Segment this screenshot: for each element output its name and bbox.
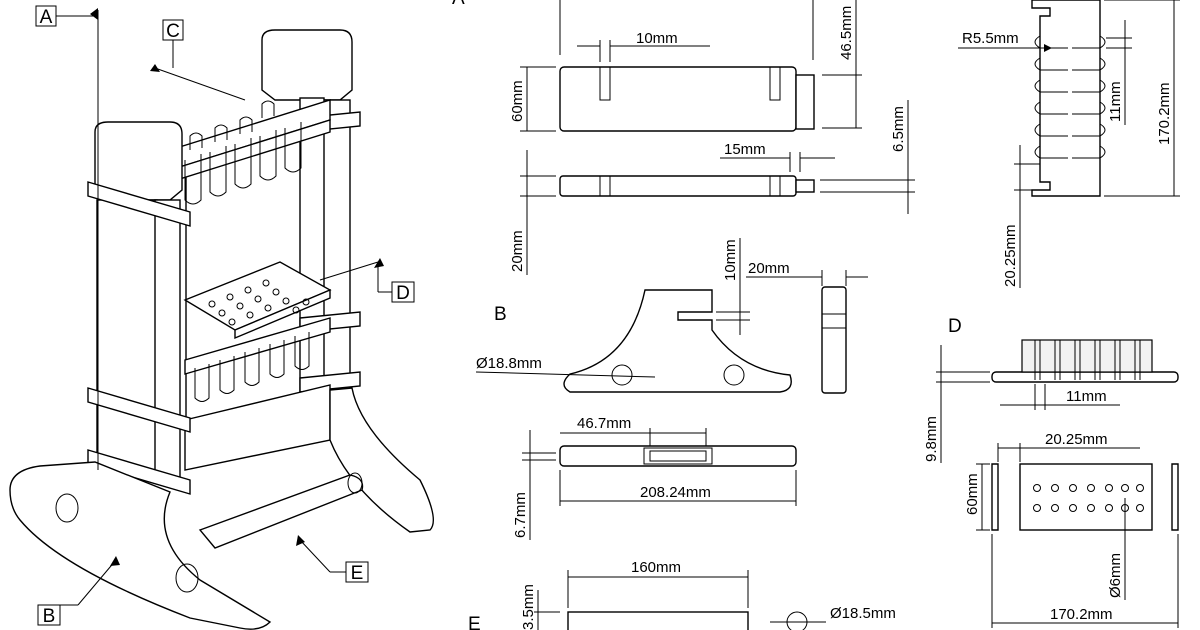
section-label-b: B xyxy=(494,304,507,325)
dim-e-dia-18-5mm: Ø18.5mm xyxy=(830,605,896,622)
dim-c-r5-5mm: R5.5mm xyxy=(962,30,1019,47)
dim-a-20mm: 20mm xyxy=(509,230,526,272)
dim-a-6-5mm: 6.5mm xyxy=(890,106,907,152)
section-d-view: D 9.8mm 11mm 20.2 xyxy=(923,316,1179,628)
dim-a-10mm: 10mm xyxy=(636,30,678,47)
section-b-view: B 10mm 20mm Ø18.8mm 46.7mm 208 xyxy=(475,238,868,540)
dim-a-60mm: 60mm xyxy=(509,80,526,122)
dim-b-46-7mm: 46.7mm xyxy=(577,415,631,432)
section-c-view: R5.5mm 11mm 170.2mm 20.25mm xyxy=(958,0,1180,288)
section-label-d: D xyxy=(948,316,962,337)
callout-a: A xyxy=(40,7,53,28)
dim-d-9-8mm: 9.8mm xyxy=(923,416,940,462)
dim-e-3-5mm: 3.5mm xyxy=(520,584,537,630)
dim-c-170-2mm: 170.2mm xyxy=(1156,82,1173,145)
dim-d-dia-6mm: Ø6mm xyxy=(1107,553,1124,598)
dim-d-11mm: 11mm xyxy=(1066,388,1107,405)
section-a-view: A 10mm 60mm 46.5mm 15mm xyxy=(452,0,915,275)
dim-b-208-24mm: 208.24mm xyxy=(640,484,711,501)
callout-d: D xyxy=(396,283,410,304)
dim-b-20mm: 20mm xyxy=(748,260,790,277)
dim-d-60mm: 60mm xyxy=(964,473,981,515)
dim-b-dia-18-8mm: Ø18.8mm xyxy=(476,355,542,372)
dim-b-6-7mm: 6.7mm xyxy=(512,492,529,538)
dim-d-170-2mm: 170.2mm xyxy=(1050,606,1113,623)
dim-b-10mm: 10mm xyxy=(722,239,739,281)
dim-d-20-25mm: 20.25mm xyxy=(1045,431,1108,448)
dim-e-160mm: 160mm xyxy=(631,559,681,576)
callout-b: B xyxy=(43,606,56,627)
callout-c: C xyxy=(166,21,180,42)
dim-a-15mm: 15mm xyxy=(724,141,766,158)
dim-c-11mm: 11mm xyxy=(1107,81,1124,122)
section-label-a: A xyxy=(452,0,465,9)
dim-c-20-25mm: 20.25mm xyxy=(1002,224,1019,287)
section-label-e: E xyxy=(468,614,481,630)
callout-e: E xyxy=(351,563,364,584)
dim-a-46-5mm: 46.5mm xyxy=(838,6,855,60)
section-e-view: E 160mm 3.5mm Ø18.5mm xyxy=(468,559,896,630)
isometric-stand-view: A C D E B xyxy=(9,5,434,630)
